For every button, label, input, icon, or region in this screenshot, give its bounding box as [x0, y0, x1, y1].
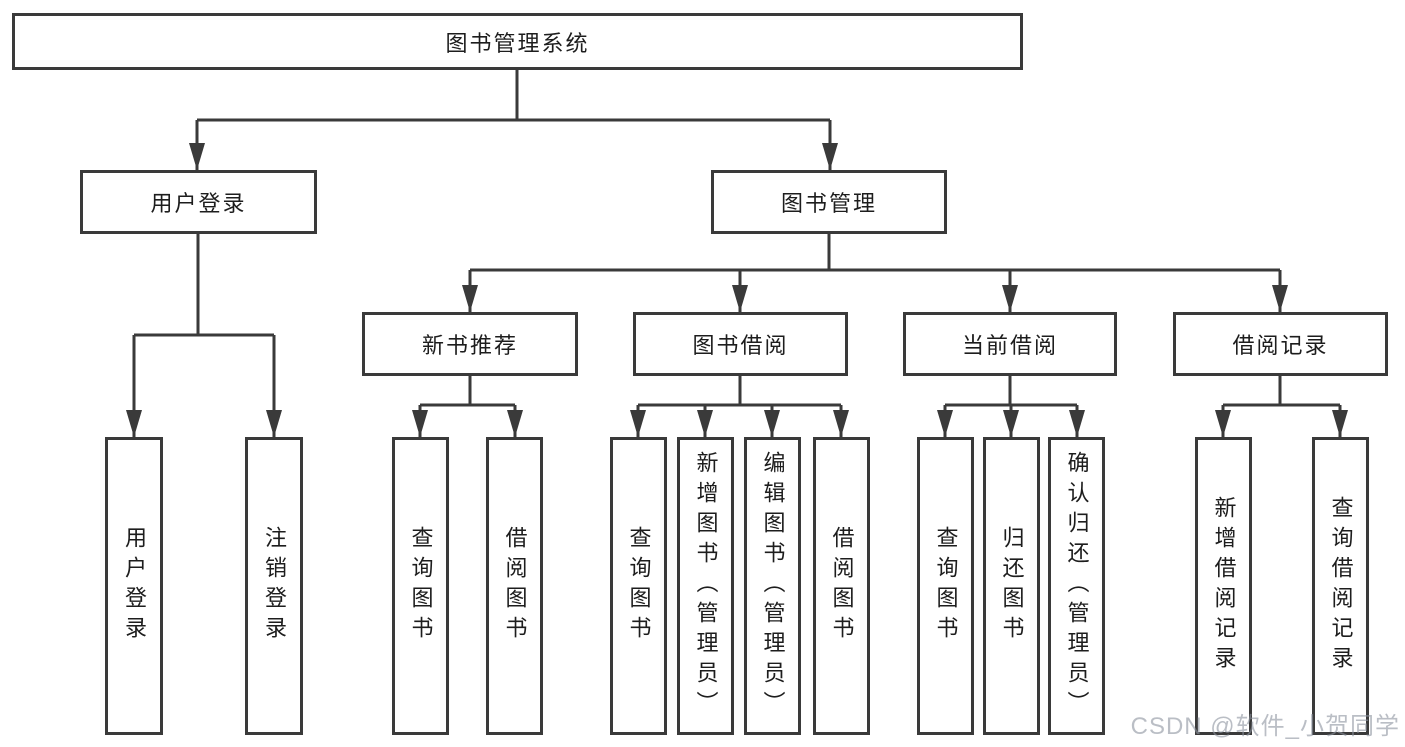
node-leaf-user-login: 用户登录	[105, 437, 163, 735]
node-borrow-records-label: 借阅记录	[1232, 333, 1329, 358]
edges-from-new-book-rec	[412, 376, 523, 437]
node-leaf-add-book: 新增图书（管理员）	[677, 437, 734, 735]
node-borrow-records: 借阅记录	[1173, 312, 1388, 376]
node-leaf-user-login-label: 用户登录	[122, 526, 147, 646]
node-leaf-return-book: 归还图书	[983, 437, 1040, 735]
node-book-mgmt-label: 图书管理	[780, 191, 877, 216]
node-leaf-add-record-label: 新增借阅记录	[1211, 496, 1237, 676]
node-leaf-confirm-return-label: 确认归还（管理员）	[1064, 451, 1090, 721]
node-user-login: 用户登录	[80, 170, 317, 234]
node-leaf-query-book-3: 查询图书	[917, 437, 974, 735]
node-current-borrow-label: 当前借阅	[961, 333, 1058, 358]
node-leaf-edit-book: 编辑图书（管理员）	[744, 437, 801, 735]
csdn-watermark: CSDN @软件_小贺同学	[1130, 713, 1400, 740]
node-root: 图书管理系统	[12, 13, 1023, 70]
node-leaf-query-book-1-label: 查询图书	[408, 526, 434, 646]
node-book-mgmt: 图书管理	[711, 170, 947, 234]
node-leaf-query-record: 查询借阅记录	[1312, 437, 1369, 735]
node-leaf-add-record: 新增借阅记录	[1195, 437, 1252, 735]
node-new-book-rec: 新书推荐	[362, 312, 578, 376]
node-leaf-logout: 注销登录	[245, 437, 303, 735]
edges-from-book-borrow	[630, 376, 849, 437]
node-leaf-query-book-2: 查询图书	[610, 437, 667, 735]
node-leaf-query-book-2-label: 查询图书	[626, 526, 652, 646]
node-leaf-query-book-1: 查询图书	[392, 437, 449, 735]
node-leaf-query-record-label: 查询借阅记录	[1328, 496, 1354, 676]
edges-from-root	[189, 70, 838, 170]
edges-from-borrow-records	[1215, 376, 1348, 437]
node-root-label: 图书管理系统	[445, 30, 590, 56]
node-book-borrow-label: 图书借阅	[692, 333, 789, 358]
node-book-borrow: 图书借阅	[633, 312, 848, 376]
node-leaf-borrow-book-2-label: 借阅图书	[829, 526, 855, 646]
node-leaf-confirm-return: 确认归还（管理员）	[1048, 437, 1105, 735]
node-leaf-borrow-book-1-label: 借阅图书	[502, 526, 528, 646]
node-new-book-rec-label: 新书推荐	[421, 333, 518, 358]
node-user-login-label: 用户登录	[150, 191, 247, 216]
edges-from-user-login	[126, 234, 282, 437]
node-leaf-edit-book-label: 编辑图书（管理员）	[760, 451, 786, 721]
node-leaf-borrow-book-1: 借阅图书	[486, 437, 543, 735]
edges-from-book-mgmt	[462, 234, 1288, 312]
node-leaf-return-book-label: 归还图书	[999, 526, 1025, 646]
node-leaf-add-book-label: 新增图书（管理员）	[693, 451, 719, 721]
node-leaf-logout-label: 注销登录	[262, 526, 287, 646]
node-leaf-borrow-book-2: 借阅图书	[813, 437, 870, 735]
node-leaf-query-book-3-label: 查询图书	[933, 526, 959, 646]
node-current-borrow: 当前借阅	[903, 312, 1117, 376]
edges-from-current-borrow	[937, 376, 1085, 437]
